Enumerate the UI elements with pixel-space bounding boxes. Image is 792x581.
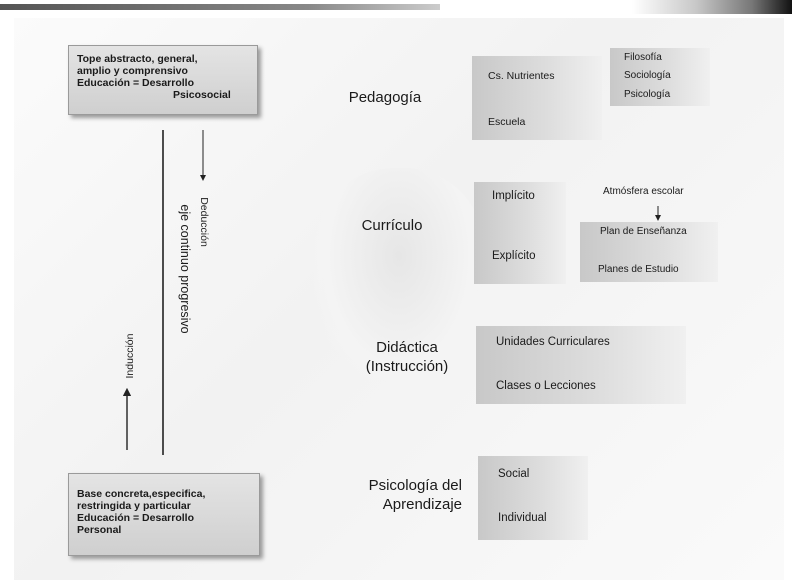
top-box-line-2: amplio y comprensivo	[77, 65, 188, 77]
didactica-title-line-2: (Instrucción)	[365, 358, 449, 375]
top-corner-image	[632, 0, 792, 14]
abstract-top-box: Tope abstracto, general, amplio y compre…	[68, 45, 258, 115]
didactica-title-line-1: Didáctica	[376, 339, 438, 356]
psicologia-title: Psicología del Aprendizaje	[326, 476, 462, 514]
curriculo-flow-1: Atmósfera escolar	[603, 186, 684, 197]
top-box-line-3: Educación = Desarrollo	[77, 77, 194, 89]
curriculo-item-2: Explícito	[492, 250, 536, 262]
didactica-item-1: Unidades Curriculares	[496, 336, 610, 348]
psicologia-title-line-1: Psicología del	[368, 477, 462, 494]
curriculo-flow-3: Planes de Estudio	[598, 264, 679, 275]
top-decorative-bar	[0, 0, 792, 14]
pedagogia-sub-2: Sociología	[624, 70, 671, 81]
bottom-box-line-2: restringida y particular	[77, 500, 191, 512]
induction-label: Inducción	[124, 333, 136, 379]
bottom-box-line-1: Base concreta,especifica,	[77, 488, 206, 500]
deduction-label: Deducción	[198, 197, 210, 247]
pedagogia-item-1: Cs. Nutrientes	[488, 70, 555, 82]
pedagogia-sub-3: Psicología	[624, 89, 671, 100]
psicologia-item-2: Individual	[498, 512, 547, 524]
pedagogia-item-2: Escuela	[488, 116, 526, 128]
pedagogia-panel	[472, 56, 602, 140]
pedagogia-sub-1: Filosofía	[624, 52, 662, 63]
curriculo-item-1: Implícito	[492, 190, 535, 202]
faded-portrait-background	[314, 168, 484, 388]
curriculo-panel	[474, 182, 566, 284]
didactica-item-2: Clases o Lecciones	[496, 380, 596, 392]
curriculo-title: Currículo	[361, 217, 423, 234]
psicologia-item-1: Social	[498, 468, 530, 480]
psicologia-panel	[478, 456, 588, 540]
pedagogia-title: Pedagogía	[348, 89, 422, 106]
bottom-box-line-3: Educación = Desarrollo	[77, 512, 194, 524]
didactica-title: Didáctica (Instrucción)	[352, 338, 462, 376]
top-box-line-4: Psicosocial	[173, 89, 231, 101]
curriculo-flow-2: Plan de Enseñanza	[600, 226, 687, 237]
pedagogia-subpanel	[610, 48, 710, 106]
top-gradient-band	[0, 4, 440, 10]
didactica-panel	[476, 326, 686, 404]
concrete-bottom-box: Base concreta,especifica, restringida y …	[68, 473, 260, 556]
curriculo-flow-panel	[580, 222, 718, 282]
psicologia-title-line-2: Aprendizaje	[382, 496, 462, 513]
bottom-box-line-4: Personal	[77, 524, 122, 536]
top-box-line-1: Tope abstracto, general,	[77, 53, 198, 65]
axis-label: eje continuo progresivo	[178, 204, 192, 334]
